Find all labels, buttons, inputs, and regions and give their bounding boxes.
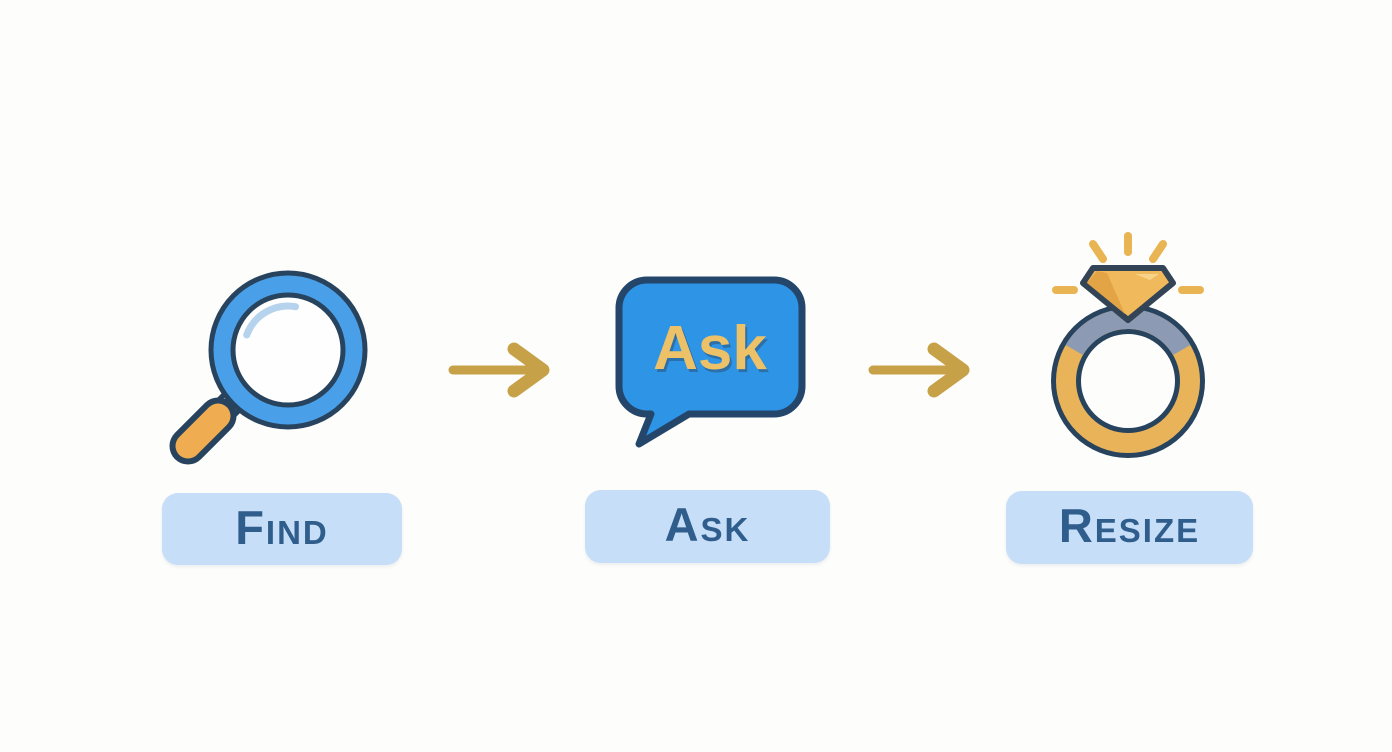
arrow-right-icon [446, 340, 552, 398]
step-label-text: Resize [1058, 499, 1201, 552]
arrow-right-icon [866, 340, 972, 398]
step-label-text: Find [235, 500, 329, 554]
step-label-text: Ask [664, 498, 751, 551]
step-label-find: Find [162, 493, 402, 565]
diamond-facet-highlight [1135, 274, 1159, 280]
step-label-ask: Ask [585, 490, 830, 563]
sparkle-rays [1052, 232, 1204, 294]
diamond-facet-dark [1087, 271, 1125, 314]
bubble-text: Ask [653, 314, 767, 383]
magnifying-glass-icon [168, 262, 378, 477]
bubble-text-shadow: Ask [655, 317, 769, 386]
handle [175, 403, 231, 459]
arrow-head [927, 342, 970, 398]
speech-bubble-icon: Ask Ask [613, 274, 808, 449]
arrow-head [507, 342, 550, 398]
diamond-ring-icon [1043, 228, 1213, 463]
frame-blue-ring [213, 275, 363, 425]
lens-glass [234, 296, 342, 404]
bubble-shape [615, 276, 806, 448]
step-label-resize: Resize [1006, 491, 1253, 564]
lens-highlight [243, 302, 300, 339]
